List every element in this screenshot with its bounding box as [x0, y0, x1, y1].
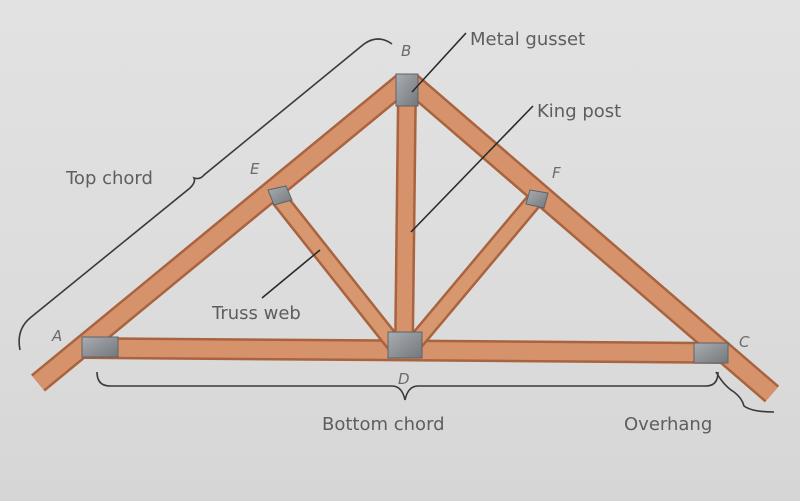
- leader-lines: [261, 32, 534, 299]
- leader-king-post: [410, 105, 534, 233]
- metal-gussets: [81, 73, 729, 364]
- bottom-chord-brace: [96, 371, 719, 401]
- gusset-a: [81, 336, 119, 358]
- web-left-member-face: [271, 191, 401, 350]
- leader-truss-web: [261, 249, 321, 299]
- label-bottom-chord: Bottom chord: [322, 414, 445, 435]
- top-chord-right-member-face: [404, 75, 778, 401]
- label-top-chord: Top chord: [65, 168, 153, 189]
- web-right-member-face: [408, 191, 543, 350]
- point-label-c: C: [739, 333, 750, 351]
- gusset-f: [525, 189, 549, 209]
- overhang-brace: [715, 371, 775, 413]
- top-chord-left-member-face: [32, 75, 410, 390]
- gusset-e: [267, 185, 293, 206]
- point-label-a: A: [51, 327, 62, 345]
- king-post-member-face: [396, 89, 415, 346]
- truss-members: [31, 73, 780, 403]
- point-label-e: E: [250, 160, 260, 178]
- top-chord-brace: [18, 38, 393, 351]
- label-overhang: Overhang: [624, 414, 712, 435]
- label-metal-gusset: Metal gusset: [470, 29, 585, 50]
- leader-metal-gusset: [411, 32, 467, 93]
- point-label-f: F: [552, 164, 561, 182]
- label-king-post: King post: [537, 101, 621, 122]
- gusset-d: [387, 331, 423, 359]
- point-label-d: D: [398, 370, 410, 388]
- label-truss-web: Truss web: [211, 303, 301, 324]
- gusset-c: [693, 342, 729, 364]
- gusset-b: [395, 73, 419, 107]
- point-label-b: B: [401, 42, 411, 60]
